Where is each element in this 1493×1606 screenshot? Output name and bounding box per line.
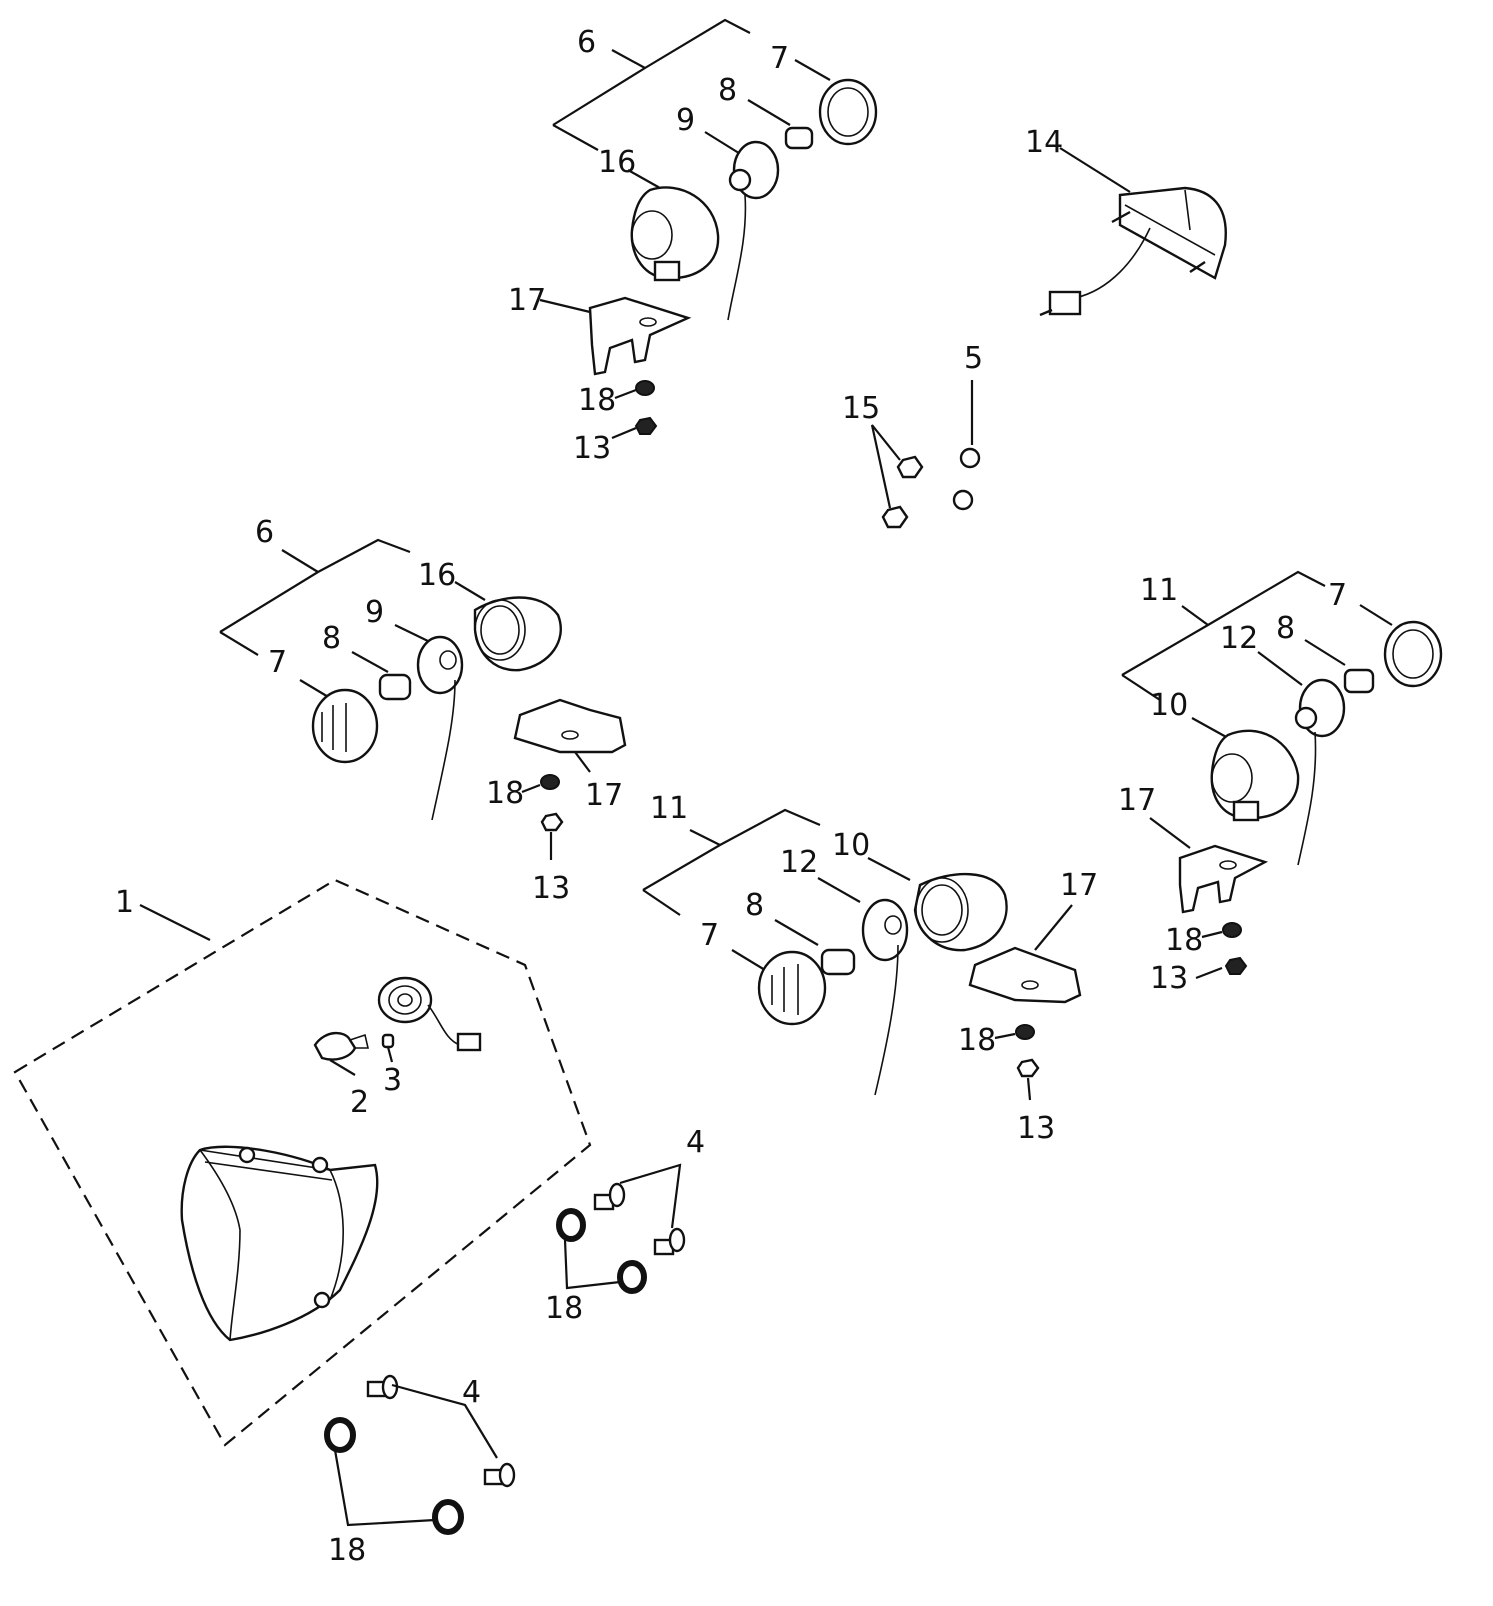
nut xyxy=(540,812,564,832)
turn-signal-assembly-center: 11 10 12 8 7 17 18 13 xyxy=(642,791,1098,1146)
nut xyxy=(896,455,924,479)
tail-light-connector xyxy=(1048,290,1082,316)
mounting-bracket xyxy=(513,698,627,754)
mounting-bracket xyxy=(968,946,1082,1004)
washer xyxy=(324,1417,356,1453)
turn-signal-bulb xyxy=(784,126,814,150)
callout-9-top: 9 xyxy=(676,103,695,138)
callout-12-right: 12 xyxy=(1220,621,1258,656)
nut xyxy=(634,416,658,435)
callout-8-top: 8 xyxy=(718,73,737,108)
turn-signal-gasket xyxy=(861,898,909,962)
washer xyxy=(556,1208,586,1242)
turn-signal-bulb xyxy=(820,948,856,976)
headlamp-bulb xyxy=(313,1031,370,1061)
callout-17-left: 17 xyxy=(585,778,623,813)
callout-5: 5 xyxy=(964,341,983,376)
callout-8-right: 8 xyxy=(1276,611,1295,646)
callout-12-center: 12 xyxy=(780,845,818,880)
callout-13-top: 13 xyxy=(573,431,611,466)
position-bulb xyxy=(381,1033,395,1049)
washer xyxy=(635,380,655,396)
callout-11-right: 11 xyxy=(1140,573,1178,608)
turn-signal-lens xyxy=(757,950,827,1026)
callout-10-center: 10 xyxy=(832,828,870,863)
washer xyxy=(617,1260,647,1294)
callout-17-center: 17 xyxy=(1060,868,1098,903)
nut xyxy=(881,505,909,529)
washer xyxy=(959,447,981,469)
callout-7-right: 7 xyxy=(1328,578,1347,613)
callout-10-right: 10 xyxy=(1150,688,1188,723)
callout-9-left: 9 xyxy=(365,595,384,630)
callout-18-left: 18 xyxy=(486,776,524,811)
nut xyxy=(1016,1058,1040,1078)
callout-7-center: 7 xyxy=(700,918,719,953)
callout-6-left: 6 xyxy=(255,515,274,550)
washer xyxy=(952,489,974,511)
turn-signal-lens xyxy=(311,688,379,764)
callout-18-right: 18 xyxy=(1165,923,1203,958)
tail-light-assembly: 14 5 15 xyxy=(842,125,1227,529)
headlamp-mounting-hardware-middle: 4 18 xyxy=(545,1125,705,1326)
turn-signal-bulb xyxy=(1343,668,1375,694)
callout-13-left: 13 xyxy=(532,871,570,906)
callout-18-top: 18 xyxy=(578,383,616,418)
screw xyxy=(483,1462,516,1488)
callout-16-top: 16 xyxy=(598,145,636,180)
callout-13-right: 13 xyxy=(1150,961,1188,996)
headlamp-group-boundary xyxy=(13,878,592,1447)
mounting-bracket xyxy=(1178,844,1269,914)
callout-4-middle: 4 xyxy=(686,1125,705,1160)
headlamp-lens xyxy=(180,1145,379,1342)
callout-2: 2 xyxy=(350,1085,369,1120)
callout-17-right: 17 xyxy=(1118,783,1156,818)
screw xyxy=(653,1227,686,1256)
headlamp-assembly: 1 2 3 xyxy=(13,878,592,1447)
turn-signal-housing xyxy=(913,872,1008,952)
turn-signal-assembly-right: 11 7 8 12 10 17 18 13 xyxy=(1118,570,1443,996)
callout-15: 15 xyxy=(842,391,880,426)
nut xyxy=(1224,956,1248,975)
callout-3: 3 xyxy=(383,1063,402,1098)
callout-1: 1 xyxy=(115,885,134,920)
callout-6-top: 6 xyxy=(577,25,596,60)
callout-18-bottom: 18 xyxy=(328,1533,366,1568)
callout-11-center: 11 xyxy=(650,791,688,826)
callout-7-left: 7 xyxy=(268,645,287,680)
tail-light-housing xyxy=(1118,186,1227,280)
headlamp-socket xyxy=(377,976,482,1052)
mounting-bracket xyxy=(588,296,692,376)
washer xyxy=(540,774,560,790)
callout-7-top: 7 xyxy=(770,41,789,76)
callout-18-center: 18 xyxy=(958,1023,996,1058)
washer xyxy=(432,1499,464,1535)
turn-signal-assembly-top: 6 7 8 9 16 17 18 13 xyxy=(508,18,878,466)
callout-8-left: 8 xyxy=(322,621,341,656)
screw xyxy=(593,1182,626,1211)
turn-signal-bulb xyxy=(378,673,412,701)
callout-14: 14 xyxy=(1025,125,1063,160)
headlamp-mounting-hardware-lower: 4 18 xyxy=(324,1374,516,1568)
screw xyxy=(366,1374,399,1400)
callout-16-left: 16 xyxy=(418,558,456,593)
callout-18-middle-screws: 18 xyxy=(545,1291,583,1326)
washer xyxy=(1222,922,1242,938)
turn-signal-housing xyxy=(473,596,562,672)
washer xyxy=(1015,1024,1035,1040)
turn-signal-assembly-left: 6 16 9 8 7 17 18 13 xyxy=(219,515,627,906)
callout-13-center: 13 xyxy=(1017,1111,1055,1146)
callout-8-center: 8 xyxy=(745,888,764,923)
callout-4-lower: 4 xyxy=(462,1375,481,1410)
callout-17-top: 17 xyxy=(508,283,546,318)
